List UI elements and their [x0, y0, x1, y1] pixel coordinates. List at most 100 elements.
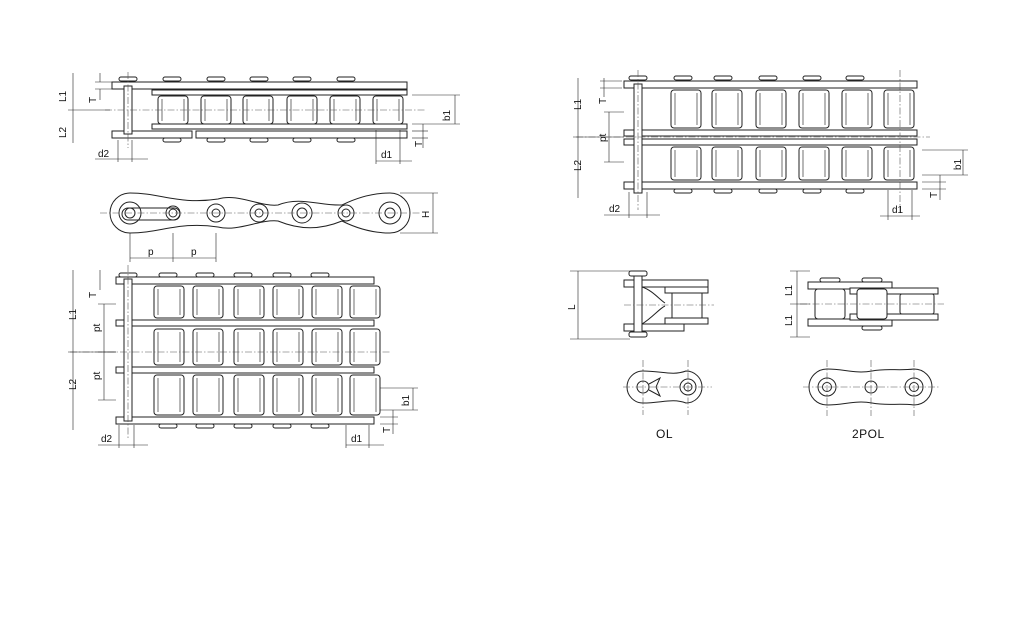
pin-head	[206, 137, 226, 143]
roller	[311, 285, 343, 319]
dim-label-b1: b1	[953, 158, 964, 170]
link-plate-bottom	[623, 323, 685, 332]
pin-head	[292, 76, 312, 82]
outer-plate-bottom	[623, 181, 918, 190]
roller	[670, 89, 702, 129]
inner-plate	[664, 317, 709, 325]
chain-side-view: H p p	[100, 192, 438, 262]
dim-label-H: H	[421, 211, 432, 218]
pin-head	[292, 137, 312, 143]
roller	[798, 146, 830, 181]
inner-plate-top	[849, 287, 939, 295]
duplex-chain-top-view: L1 L2 T pt b1 T d2 d1	[573, 70, 968, 220]
dim-label-T: T	[929, 192, 940, 198]
pin-head	[336, 137, 356, 143]
pin-head	[819, 277, 841, 283]
dim-label-pt: pt	[598, 133, 609, 142]
simplex-chain-top-view: L1 L2 T b1 T d2 d1	[58, 72, 460, 164]
roller	[192, 285, 224, 319]
inner-plate	[664, 286, 709, 294]
roller	[311, 328, 343, 366]
roller	[192, 374, 224, 416]
dim-label-T: T	[382, 427, 393, 433]
pin-head	[233, 423, 253, 429]
pin-head	[845, 75, 865, 81]
pin-head	[673, 75, 693, 81]
dim-label-L1: L1	[573, 98, 584, 110]
caption-OL: OL	[656, 427, 673, 441]
roller	[153, 285, 185, 319]
triplex-chain-top-view: L1 L2 T pt pt b1 T d2 d1	[68, 265, 418, 448]
pin-heads	[628, 75, 865, 194]
outer-plate-bottom	[195, 130, 408, 139]
rollers	[153, 285, 381, 416]
roller	[883, 146, 915, 181]
pin-head	[310, 423, 330, 429]
dim-label-b1: b1	[442, 109, 453, 121]
dim-label-L2: L2	[68, 378, 79, 390]
middle-plate	[115, 366, 375, 374]
inner-plate-bottom	[151, 123, 408, 130]
pin-head	[162, 76, 182, 82]
dim-label-L1: L1	[784, 314, 795, 326]
pin-head	[758, 188, 778, 194]
middle-plate	[115, 319, 375, 327]
outer-plate-bottom	[115, 416, 375, 425]
roller	[670, 146, 702, 181]
pin-head	[195, 272, 215, 278]
roller	[272, 328, 304, 366]
pin-head	[861, 325, 883, 331]
dim-label-d2: d2	[98, 149, 110, 160]
dim-label-d2: d2	[101, 434, 113, 445]
pin-head	[158, 272, 178, 278]
outer-plate-top	[111, 81, 408, 90]
pin-head	[336, 76, 356, 82]
double-offset-link-2POL: L1 L1 2POL	[784, 270, 944, 441]
dim-label-p: p	[191, 247, 197, 258]
pin-hole	[211, 208, 221, 218]
dim-label-T: T	[414, 141, 425, 147]
roller	[153, 374, 185, 416]
roller	[755, 146, 787, 181]
rollers	[670, 89, 915, 181]
dim-label-p: p	[148, 247, 154, 258]
roller	[311, 374, 343, 416]
roller	[233, 328, 265, 366]
dim-label-L1: L1	[784, 284, 795, 296]
outer-plate-bottom	[111, 130, 193, 139]
roller	[841, 89, 873, 129]
dim-label-d1: d1	[381, 150, 393, 161]
caption-2POL: 2POL	[852, 427, 885, 441]
roller	[272, 374, 304, 416]
dim-label-pt: pt	[92, 371, 103, 380]
outer-plate-top	[623, 80, 918, 89]
pin-head	[195, 423, 215, 429]
inner-plate-top	[151, 89, 408, 96]
pin-head	[206, 76, 226, 82]
dim-label-d1: d1	[351, 434, 363, 445]
pin-head	[158, 423, 178, 429]
pin-head	[628, 331, 648, 338]
roller	[272, 285, 304, 319]
dim-label-d2: d2	[609, 204, 621, 215]
pin-head	[673, 188, 693, 194]
inner-plate-bottom	[849, 313, 939, 321]
outer-plate-top	[115, 276, 375, 285]
roller	[711, 146, 743, 181]
dim-label-b1: b1	[401, 394, 412, 406]
dim-label-d1: d1	[892, 205, 904, 216]
pin-head	[162, 137, 182, 143]
dim-label-T: T	[598, 98, 609, 104]
roller	[192, 328, 224, 366]
pin-heads	[118, 76, 356, 143]
pin-head	[233, 272, 253, 278]
dim-label-L2: L2	[58, 126, 69, 138]
roller	[233, 374, 265, 416]
dim-label-L: L	[567, 304, 578, 310]
pin-head	[713, 75, 733, 81]
pin-head	[845, 188, 865, 194]
pin-head	[272, 423, 292, 429]
pin-head	[802, 75, 822, 81]
dim-label-pt: pt	[92, 323, 103, 332]
